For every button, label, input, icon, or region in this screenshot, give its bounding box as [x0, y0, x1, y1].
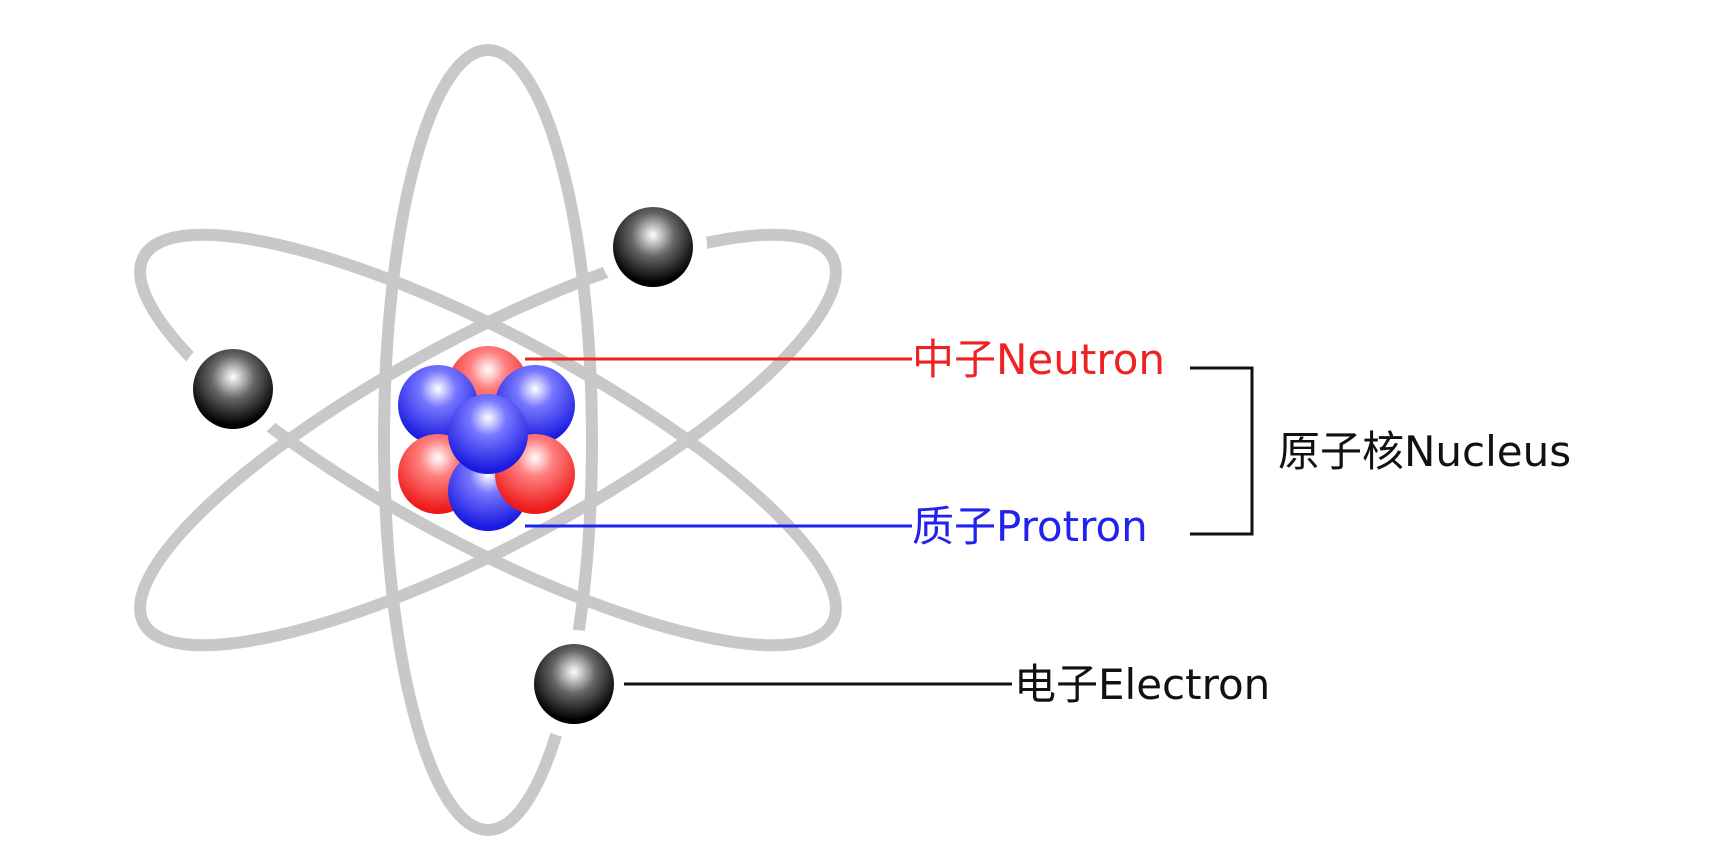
orbits: [134, 44, 842, 836]
electron-top-right: [613, 207, 693, 287]
proton-label: 质子Protron: [912, 502, 1148, 551]
electron-left: [193, 349, 273, 429]
nucleus-label: 原子核Nucleus: [1278, 427, 1571, 476]
electron-label: 电子Electron: [1014, 660, 1270, 709]
orbit-descending: [134, 228, 842, 652]
neutron-label: 中子Neutron: [912, 335, 1165, 384]
orbit-vertical: [378, 44, 598, 836]
electrons: [193, 207, 693, 724]
electron-bottom: [534, 644, 614, 724]
nucleus-bracket: [1190, 366, 1254, 536]
orbit-ascending: [134, 228, 842, 652]
proton-ball: [448, 394, 528, 474]
nucleus: [398, 346, 575, 531]
